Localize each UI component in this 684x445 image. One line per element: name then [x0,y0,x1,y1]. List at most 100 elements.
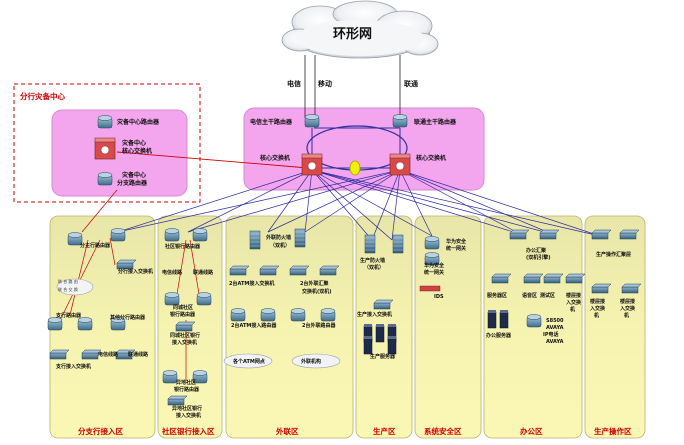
office-server-a-body [487,311,497,329]
ids-label: IDS [434,294,444,300]
fanout-link-left-4 [311,169,373,241]
office-server-label: 办公服务器 [486,332,512,339]
branch-router-b-top [110,228,126,234]
atm-net-label: 各个ATM网点 [232,358,265,365]
isp-telecom-label: 电信 [287,79,301,88]
other-branch-router [110,317,126,331]
branch-access-switch-top [116,259,137,264]
fanout-link-left-1 [187,169,313,233]
production-server-a-top [364,324,372,327]
office-floor-switch-body [565,276,583,284]
office-server-b-body [499,311,509,329]
ext-switch-a-top [289,265,310,270]
atm-router-a [230,308,246,322]
telecom-backbone-router [304,114,320,128]
zone-title-branch: 分支行接入区 [78,426,123,436]
external-firewall-label-2: （双机） [270,242,290,249]
ext-switch-b-top [319,265,340,270]
backup-core-switch-top [94,137,116,143]
community-local-access [175,321,196,332]
production-server-e-body [387,337,397,355]
ops-floor-b-label-1: 楼层接 [620,298,635,305]
branch-router-a [67,232,83,246]
production-firewall-b [392,234,404,254]
security-label-2: 统一网关 [446,245,466,252]
isp-mobile-label: 移动 [318,79,332,88]
community-local-router-a [164,292,180,306]
zone-security-panel [414,215,482,439]
production-switch-body [373,302,391,310]
avaya-label-3: IP电话 [543,331,559,338]
branch-access-switch-3 [81,349,102,360]
office-server-switch-top [491,273,512,278]
avaya-label-2: AVAYA [546,325,564,331]
office-core-label-1: 办公汇聚 [526,247,547,254]
backup-branch-router-top [97,172,113,178]
office-voice-switch [523,273,544,284]
branch-router-b [110,228,126,242]
community-remote-access-label-1: 异地社区银行 [172,405,202,412]
community-unicom-line-label: 联通线路 [193,269,214,276]
community-remote-access-label-2: 接入交换机 [175,412,201,419]
production-server-b [375,324,385,343]
community-local-access-body [175,324,193,332]
backup-center-panel [51,109,188,197]
branch-cloud-note-1: 联 合 路 由 [58,278,78,284]
branch-access-switch-4 [115,349,136,360]
backup-router-top [97,115,113,121]
production-switch-label: 生产接入交换机 [357,311,392,318]
isp-unicom-label: 联通 [404,79,419,88]
production-firewall-label-2: （双机） [364,264,384,271]
external-firewall-a [249,230,261,250]
backup-switch-label-1: 灾备中心 [122,139,146,147]
zone-branch-panel [49,215,156,439]
branch-sub-router-2-label: 其他分行路由器 [110,314,146,321]
atm-net-cloud [223,353,273,369]
office-floor-label-3: 机 [569,306,575,313]
ext-router-b-top [320,308,336,314]
external-firewall-label-1: 外联防火墙 [266,234,291,241]
office-voice-switch-top [523,273,544,278]
red-link-3 [175,239,187,301]
cloud-label: 环形网 [333,27,372,42]
community-remote-router-a-top [162,370,178,376]
security-gateway-b-top [424,252,440,258]
telecom-backbone-router-top [304,114,320,120]
backup-switch-label-2: 核心交换机 [122,147,152,155]
ops-floor-switch-a-top [591,283,612,288]
zone-title-production: 生产区 [373,426,396,436]
ops-core-a-top [591,229,612,234]
atm-switch-a-body [229,268,247,276]
unicom-backbone-router-top [392,114,408,120]
branch-cloud-note-2: 联 合 交 换 [58,286,78,292]
fanout-link-right-2 [267,169,401,233]
zone-title-community: 社区银行接入区 [161,426,215,436]
office-server-b-top [500,310,508,313]
community-remote-access-body [167,398,185,406]
fanout-link-right-9 [399,169,601,237]
core-switch-right-label: 核心交换机 [416,154,446,162]
ops-core-label: 生产操作汇聚层 [596,251,631,258]
office-core-b-body [539,232,557,240]
ext-switch-b [319,265,340,276]
ops-floor-switch-b-top [621,283,642,288]
unicom-backbone-router [392,114,408,128]
community-remote-router-b-top [192,370,208,376]
office-core-label-2: (双机引擎) [526,254,551,261]
ext-router-a [290,308,306,322]
production-server-e [387,336,397,355]
ops-floor-a-label-2: 入交换 [590,305,606,312]
branch-sub-router-1-label: 支行路由器 [55,312,82,319]
unicom-router-label: 联通主干路由器 [414,118,457,126]
office-floor-label-2: 入交换 [566,299,582,306]
security-gateway-a [424,236,440,250]
fanout-link-right-3 [304,169,401,233]
community-remote-router-b [192,370,208,384]
community-remote-access [167,395,188,406]
community-local-access-label-1: 同城社区银行 [170,332,200,339]
ops-floor-switch-a [591,283,612,294]
community-remote-router-a [162,370,178,384]
security-label-4: 统一网关 [424,269,444,276]
community-router-label: 社区银行路由器 [164,243,201,250]
